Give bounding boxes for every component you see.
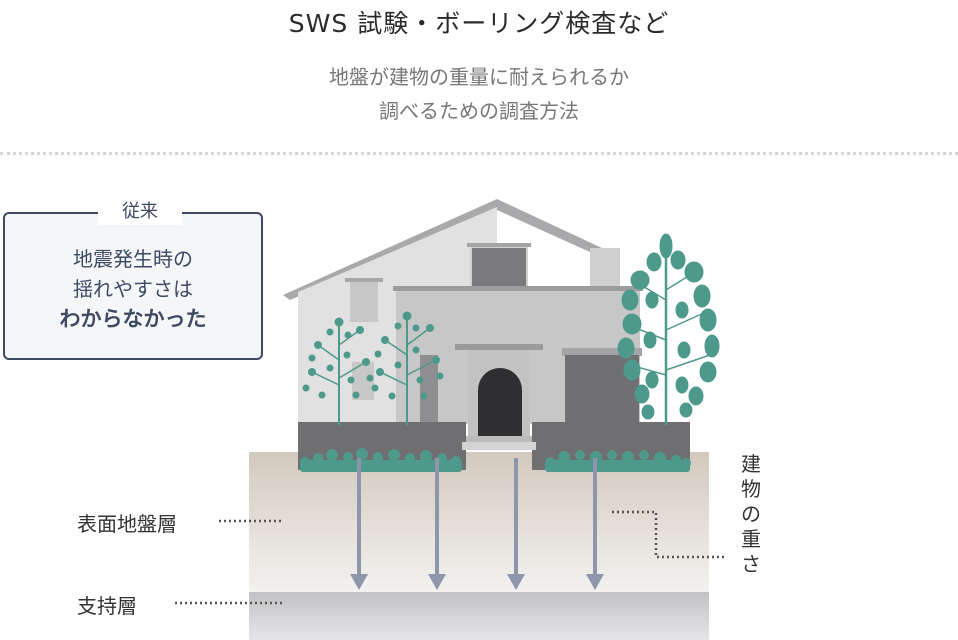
surface-layer-label: 表面地盤層 — [77, 512, 177, 536]
tree-left-2 — [371, 311, 444, 425]
house — [283, 199, 690, 470]
surface-ground-layer — [249, 452, 709, 592]
tree-right — [617, 233, 720, 425]
page-subtitle: 地盤が建物の重量に耐えられるか 調べるための調査方法 — [0, 60, 958, 128]
subtitle-line: 調べるための調査方法 — [379, 99, 579, 123]
bearing-layer — [249, 592, 709, 640]
conventional-callout: 従来 地震発生時の 揺れやすさは わからなかった — [3, 199, 263, 360]
hedge-right — [545, 450, 691, 472]
building-weight-char: 重 — [741, 527, 761, 551]
building-weight-leader — [612, 510, 727, 559]
callout-line: 揺れやすさは — [73, 277, 193, 301]
bearing-layer-label: 支持層 — [77, 594, 137, 618]
building-weight-char: の — [741, 502, 761, 526]
callout-line: 地震発生時の — [73, 247, 193, 271]
building-weight-char: 物 — [741, 477, 761, 501]
building-weight-char: さ — [741, 552, 761, 576]
tree-left-1 — [302, 317, 374, 425]
callout-emphasis: わからなかった — [59, 307, 207, 331]
building-weight-char: 建 — [741, 452, 761, 476]
page-title: SWS 試験・ボーリング検査など — [288, 9, 670, 38]
callout-tag: 従来 — [98, 199, 182, 225]
dotted-divider — [0, 152, 958, 155]
subtitle-line: 地盤が建物の重量に耐えられるか — [329, 65, 629, 89]
hedge-left — [300, 448, 462, 472]
load-arrows — [350, 458, 604, 590]
callout-text: 地震発生時の 揺れやすさは わからなかった — [5, 244, 261, 334]
building-weight-label: 建 物 の 重 さ — [738, 452, 764, 577]
